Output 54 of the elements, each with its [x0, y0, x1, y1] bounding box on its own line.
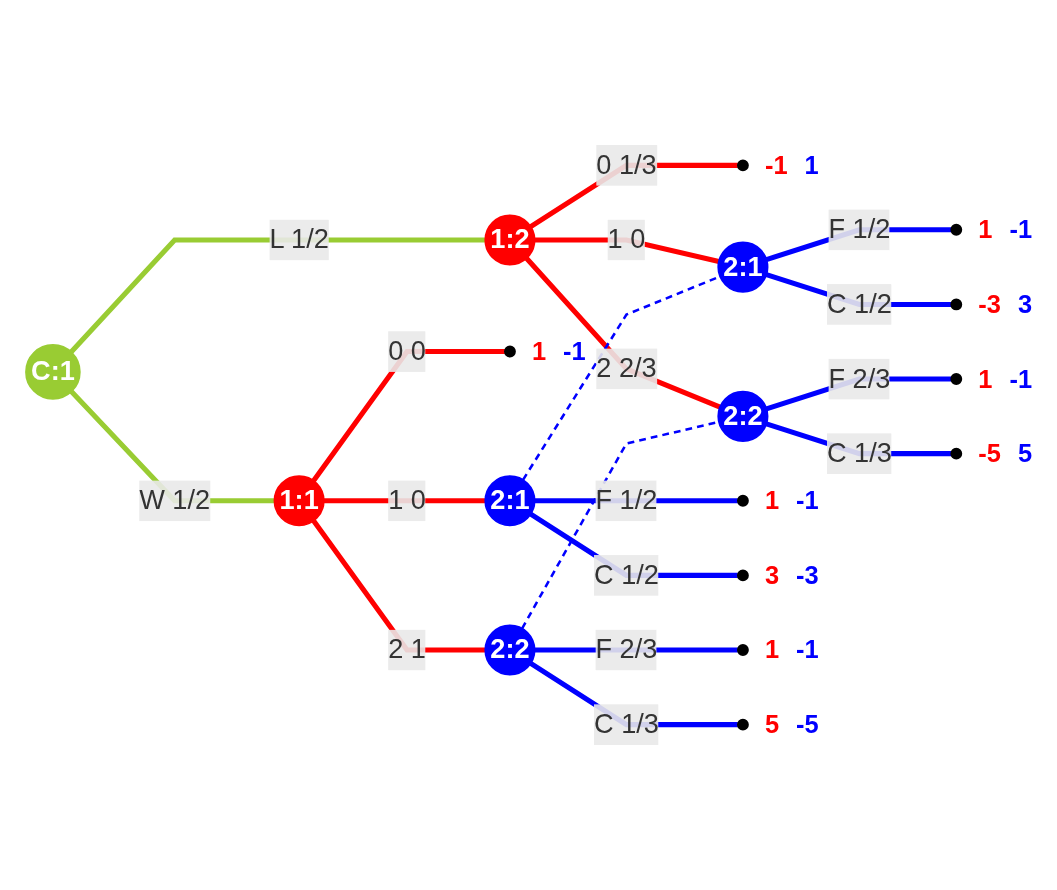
connector	[524, 256, 721, 410]
node-circle: 2:1	[483, 475, 535, 527]
payoff-value: 5	[1017, 439, 1032, 468]
edge-label: C 1/3	[826, 438, 892, 468]
payoff-value: 3	[764, 560, 779, 589]
node-circle: 1:2	[483, 214, 535, 266]
edge-label: F 1/2	[595, 485, 657, 515]
node-circle	[736, 569, 749, 582]
payoff-value: 1	[764, 486, 779, 515]
payoff-value: -3	[977, 289, 1001, 318]
edge-label: W 1/2	[138, 485, 210, 515]
node-circle	[736, 718, 749, 731]
edge-label: L 1/2	[268, 224, 329, 254]
edge-label: C 1/3	[593, 709, 659, 739]
payoff-value: 1	[977, 215, 992, 244]
payoff-value: 1	[531, 337, 546, 365]
node-circle	[503, 345, 516, 358]
node-circle	[736, 159, 749, 172]
payoff-value: 3	[1017, 289, 1032, 318]
node-circle	[736, 494, 749, 507]
payoff-value: -1	[764, 150, 788, 179]
payoff-value: -5	[977, 439, 1001, 468]
node-circle	[949, 373, 962, 385]
edge-label: F 2/3	[595, 634, 657, 664]
payoff-value: -1	[562, 337, 586, 365]
payoff-value: -1	[795, 635, 819, 664]
node-circle: C:1	[24, 344, 81, 400]
node-circle	[736, 644, 749, 656]
edge-label: 1 0	[387, 485, 426, 515]
node-circle: 1:1	[273, 475, 325, 527]
node-circle	[949, 223, 962, 236]
edge-label: 1 0	[607, 224, 645, 254]
edge-label: 0 1/3	[595, 150, 657, 179]
payoff-value: -3	[795, 560, 819, 589]
payoff-value: 1	[764, 635, 779, 664]
edge-label: 2 1	[387, 634, 426, 664]
node-circle	[949, 447, 962, 460]
payoff-value: 1	[804, 150, 819, 179]
node-circle: 2:1	[716, 241, 768, 293]
edge-label: F 2/3	[827, 363, 890, 393]
payoff-value: -1	[1008, 364, 1032, 393]
node-circle: 2:2	[483, 624, 535, 676]
edge-label: 2 2/3	[595, 353, 657, 383]
node-circle: 2:2	[716, 390, 768, 442]
edge-label: C 1/2	[593, 560, 659, 589]
payoff-value: 5	[764, 710, 779, 739]
payoff-value: -1	[795, 486, 819, 515]
payoff-value: -1	[1008, 215, 1032, 244]
payoff-value: -5	[795, 710, 819, 739]
edge-label: F 1/2	[827, 214, 890, 244]
edge-label: C 1/2	[826, 289, 892, 318]
node-circle	[949, 298, 962, 311]
payoff-value: 1	[977, 364, 992, 393]
edge-label: 0 0	[387, 336, 426, 366]
